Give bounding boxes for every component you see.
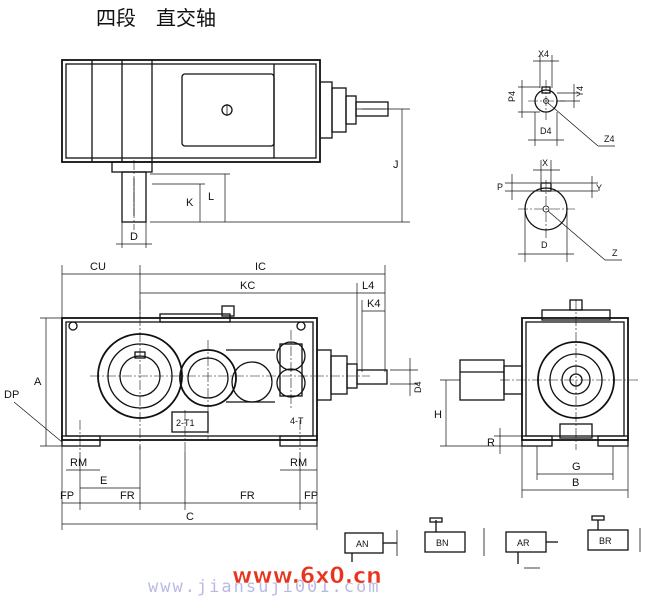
dim-x: X xyxy=(542,158,548,168)
lifting-hole-icon-right xyxy=(296,321,306,331)
dim-k4: K4 xyxy=(367,298,380,310)
dim-fr-right: FR xyxy=(240,490,255,502)
top-housing-outline xyxy=(61,59,321,163)
dim-d4-side: D4 xyxy=(413,381,423,393)
dim-d-shaft: D xyxy=(130,231,138,243)
dim-j: J xyxy=(393,159,399,171)
dim-p: P xyxy=(497,182,503,192)
dim-p4: P4 xyxy=(507,91,517,102)
dim-kc: KC xyxy=(240,280,255,292)
intermediate-gear-boss-2 xyxy=(231,361,273,403)
dim-y4: Y4 xyxy=(575,86,585,97)
variant-bn-label: BN xyxy=(436,538,449,548)
dim-x4: X4 xyxy=(538,49,549,59)
dim-fr-left: FR xyxy=(120,490,135,502)
front-view: CU IC KC L4 K4 A DP xyxy=(4,261,423,530)
dim-l4: L4 xyxy=(362,280,374,292)
side-view: H R G B xyxy=(434,299,640,498)
dim-d4-top: D4 xyxy=(540,126,552,136)
dim-k: K xyxy=(186,197,194,209)
dim-fp-left: FP xyxy=(60,490,74,502)
drawing-title: 四段 直交轴 xyxy=(96,6,216,30)
variant-an-label: AN xyxy=(356,539,369,549)
watermark-url: www.jiansuji001.com xyxy=(148,577,380,597)
dim-b: B xyxy=(572,477,579,489)
dim-e: E xyxy=(100,475,107,487)
dim-g: G xyxy=(572,461,581,473)
dim-rm-right: RM xyxy=(290,457,307,469)
dim-ic: IC xyxy=(255,261,266,273)
dim-a: A xyxy=(34,376,42,388)
dim-c: C xyxy=(186,511,194,523)
dim-r: R xyxy=(487,437,495,449)
side-output-shaft xyxy=(459,359,505,401)
dim-d-key: D xyxy=(541,240,548,250)
variant-ar-label: AR xyxy=(517,538,530,548)
variant-bn: BN xyxy=(424,517,485,556)
top-view: D K L J xyxy=(61,59,410,248)
watermark-logo: www.6x0.cn xyxy=(232,564,382,589)
dim-h: H xyxy=(434,409,442,421)
lifting-hole-icon xyxy=(68,321,78,331)
label-dp: DP xyxy=(4,389,19,401)
dim-fp-right: FP xyxy=(304,490,318,502)
dim-rm-left: RM xyxy=(70,457,87,469)
label-z4: Z4 xyxy=(604,134,615,144)
dim-cu: CU xyxy=(90,261,106,273)
vent-plug xyxy=(221,305,235,317)
variant-ar: AR xyxy=(505,531,558,569)
shaft-end-section-large: X P Y D Z xyxy=(497,158,622,262)
variant-br: BR xyxy=(587,515,641,552)
label-4-t: 4-T xyxy=(290,416,304,426)
inspection-cover xyxy=(181,73,275,147)
shaft-end-section-small: X4 P4 Y4 D4 Z4 xyxy=(507,49,615,147)
dim-l: L xyxy=(208,191,214,203)
variant-an: AN xyxy=(344,530,398,562)
input-shaft xyxy=(356,369,388,385)
dim-y: Y xyxy=(596,183,602,193)
variant-br-label: BR xyxy=(599,536,612,546)
label-z: Z xyxy=(612,248,618,258)
